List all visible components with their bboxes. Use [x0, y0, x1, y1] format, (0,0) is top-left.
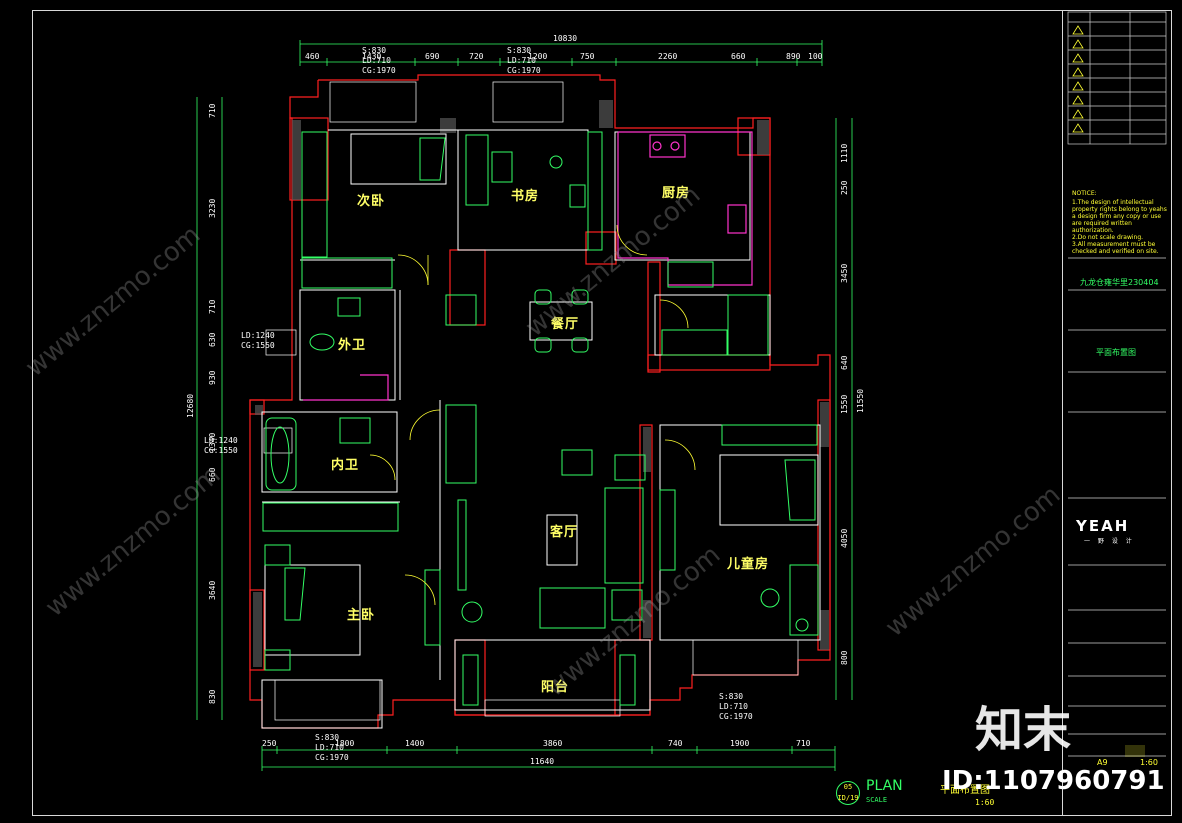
project-name: 九龙仓雍华里230404	[1080, 278, 1159, 287]
room-label-master-bedroom: 主卧	[347, 608, 376, 623]
plan-title-en: PLAN	[866, 778, 903, 794]
dim-bottom: 1400	[405, 739, 425, 748]
drawing-name: 平面布置图	[1096, 348, 1136, 357]
dim-bottom-total: 11640	[530, 757, 555, 766]
dimension-lines	[196, 40, 853, 771]
plan-scale: 1:60	[975, 798, 995, 807]
room-label-dining: 餐厅	[551, 317, 580, 332]
room-label-study: 书房	[511, 189, 540, 204]
window-note-left-upper: LD:1240 CG:1550	[241, 331, 275, 350]
drawing-frame	[32, 10, 1172, 816]
notice-line: checked and verified on site.	[1072, 248, 1159, 255]
dim-bottom: 740	[668, 739, 683, 748]
notice-line: 1.The design of intellectual	[1072, 199, 1154, 206]
notice-line: authorization.	[1072, 227, 1114, 234]
furniture	[262, 131, 819, 706]
dim-top: 1430	[362, 52, 382, 61]
dim-bottom: 1900	[730, 739, 750, 748]
plan-subtitle: SCALE	[866, 796, 888, 804]
firm-subtitle: 一 野 设 计	[1084, 538, 1135, 545]
watermark-id: ID:1107960791	[942, 766, 1165, 796]
dim-top: 100	[808, 52, 823, 61]
window-note-top-left: S:830 LD:710 CG:1970	[362, 46, 396, 75]
wall-hatch	[253, 100, 829, 667]
notice-line: a design firm any copy or use	[1072, 213, 1162, 220]
window-note-top-mid: S:830 LD:710 CG:1970	[507, 46, 541, 75]
notice-line: property rights belong to yeahs	[1072, 206, 1167, 213]
dim-top: 1200	[528, 52, 548, 61]
title-block-scale: 1:60	[1140, 758, 1158, 767]
dim-top: 460	[305, 52, 320, 61]
room-label-kids-room: 儿童房	[727, 557, 770, 572]
dim-bottom: 250	[262, 739, 277, 748]
watermark-logo: 知末	[975, 702, 1072, 758]
room-label-balcony: 阳台	[541, 680, 570, 695]
dim-bottom: 3860	[543, 739, 563, 748]
dim-top: 750	[580, 52, 595, 61]
room-label-living: 客厅	[550, 525, 579, 540]
window-note-bottom-right: S:830 LD:710 CG:1970	[719, 692, 753, 721]
firm-logo: YEAH	[1076, 517, 1130, 535]
dim-top: 2260	[658, 52, 678, 61]
notice-line: are required written	[1072, 220, 1132, 227]
dim-top: 720	[469, 52, 484, 61]
window-note-left-lower: LD:1240 CG:1550	[204, 436, 238, 455]
dim-bottom: 1800	[335, 739, 355, 748]
windows	[263, 81, 799, 721]
notice-line: 2.Do not scale drawing.	[1072, 234, 1144, 241]
dim-top: 890	[786, 52, 801, 61]
notice-line: 3.All measurement must be	[1072, 241, 1156, 248]
notice-label: NOTICE:	[1072, 190, 1097, 197]
room-label-kitchen: 厨房	[662, 186, 691, 201]
dim-bottom: 710	[796, 739, 811, 748]
dim-top: 660	[731, 52, 746, 61]
dim-top: 690	[425, 52, 440, 61]
room-label-outer-bath: 外卫	[338, 338, 367, 353]
title-block	[1062, 10, 1173, 816]
window-note-bottom-left: S:830 LD:710 CG:1970	[315, 733, 349, 762]
plan-title-cn: 平面布置图	[940, 785, 990, 796]
door-swings	[369, 224, 696, 606]
room-label-inner-bath: 内卫	[331, 458, 360, 473]
room-label-second-bedroom: 次卧	[357, 194, 386, 209]
dim-top-total: 10830	[553, 34, 578, 43]
sheet-number: A9	[1097, 758, 1108, 767]
